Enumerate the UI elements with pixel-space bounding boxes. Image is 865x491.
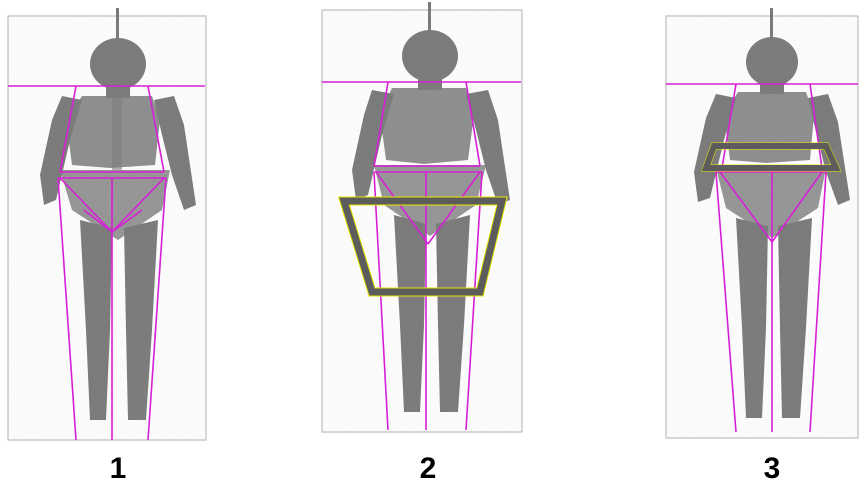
panel-label-2: 2 [398,452,458,486]
skeleton-scan-2 [316,0,531,445]
scan-panel-1 [0,0,215,445]
skeleton-scan-1 [0,0,215,445]
skeleton-scan-3 [650,0,865,445]
scan-panel-3 [650,0,865,445]
panel-label-3: 3 [742,452,802,486]
panel-label-1: 1 [88,452,148,486]
scan-panel-2 [316,0,531,445]
